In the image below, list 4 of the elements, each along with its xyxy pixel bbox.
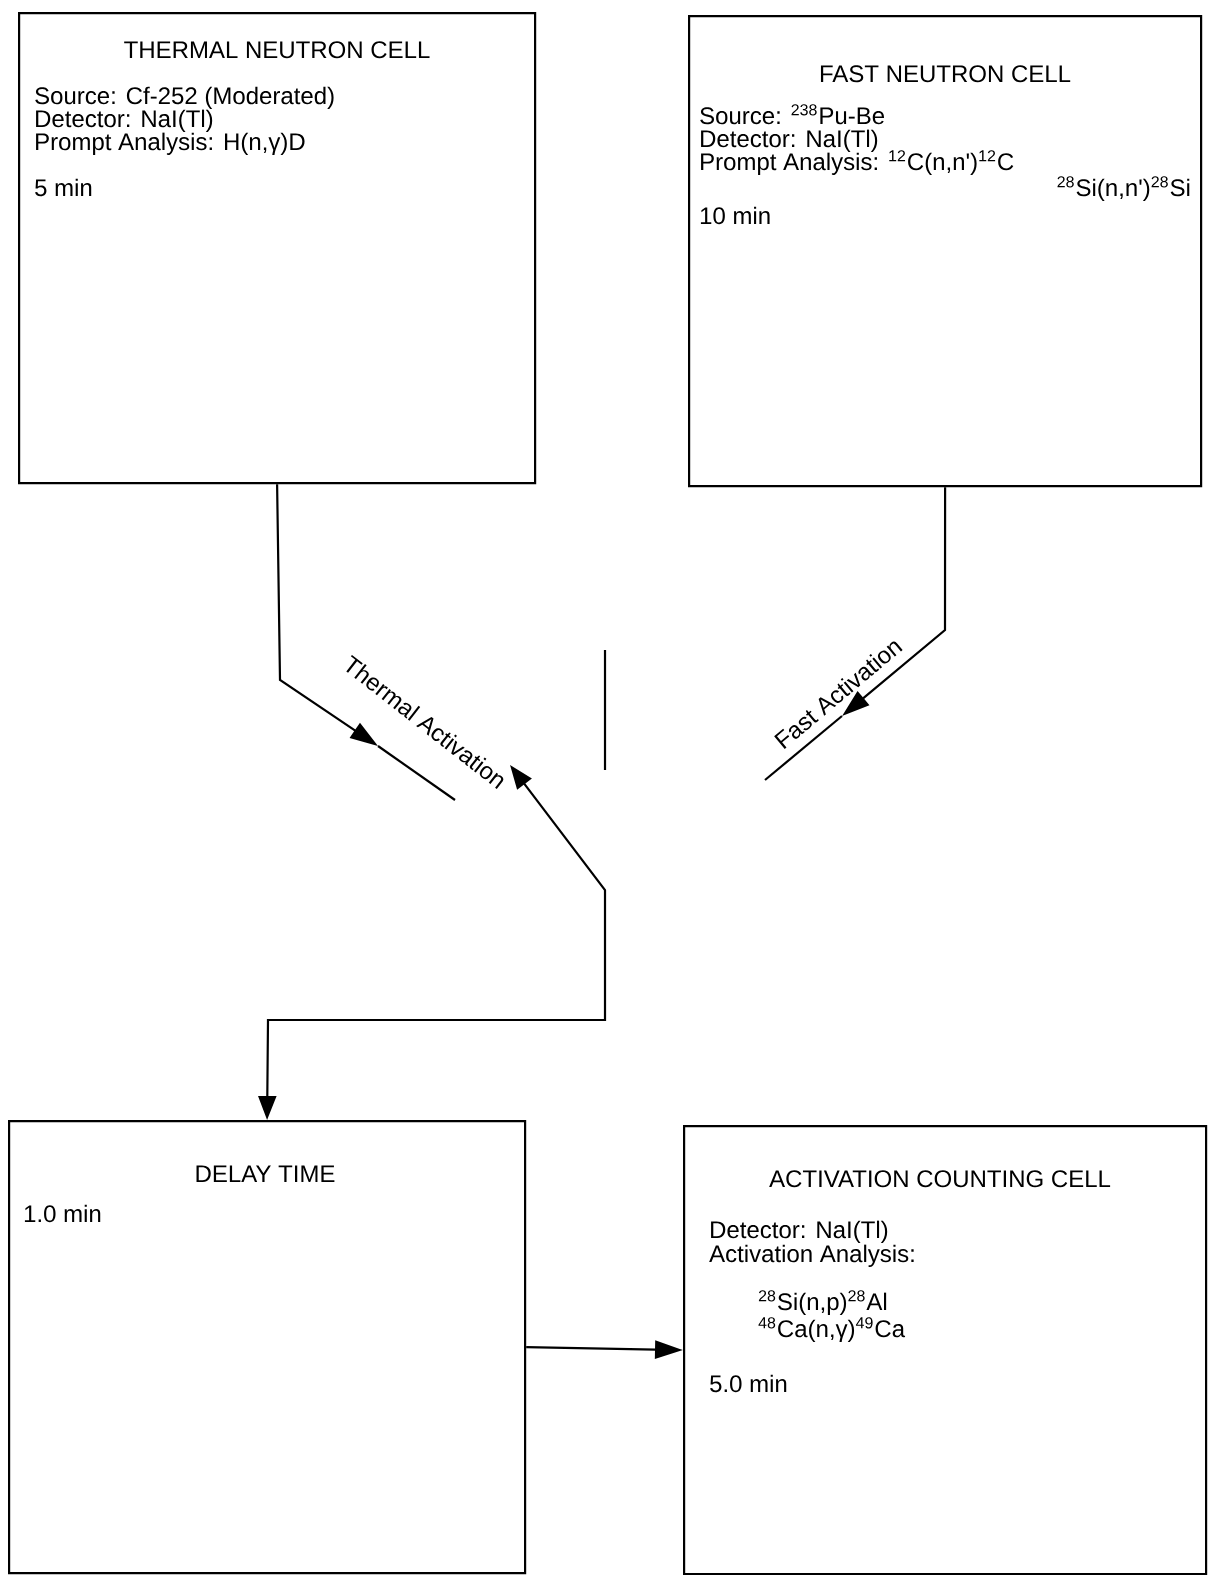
cell-box: THERMAL NEUTRON CELL Source: Cf-252 (Moderated) Detector: NaI(Tl) Prompt Analysis: H(n,γ)D 5 min [18, 12, 537, 485]
cell-box: DELAY TIME 1.0 min [8, 1120, 527, 1575]
cell-box: FAST NEUTRON CELL Source: $^{238}$Pu-Be Detector: NaI(Tl) Prompt Analysis: $^{12}$C(n,n')$^{12}$C $^{28}$Si(n,n')$^{28}$Si 10 min [688, 15, 1203, 488]
cell-box: ACTIVATION COUNTING CELL Detector: NaI(Tl) Activation Analysis: $^{28}$Si(n,p)$^{28}$Al $^{48}$Ca(n,γ)$^{49}$Ca 5.0 min [683, 1125, 1208, 1575]
